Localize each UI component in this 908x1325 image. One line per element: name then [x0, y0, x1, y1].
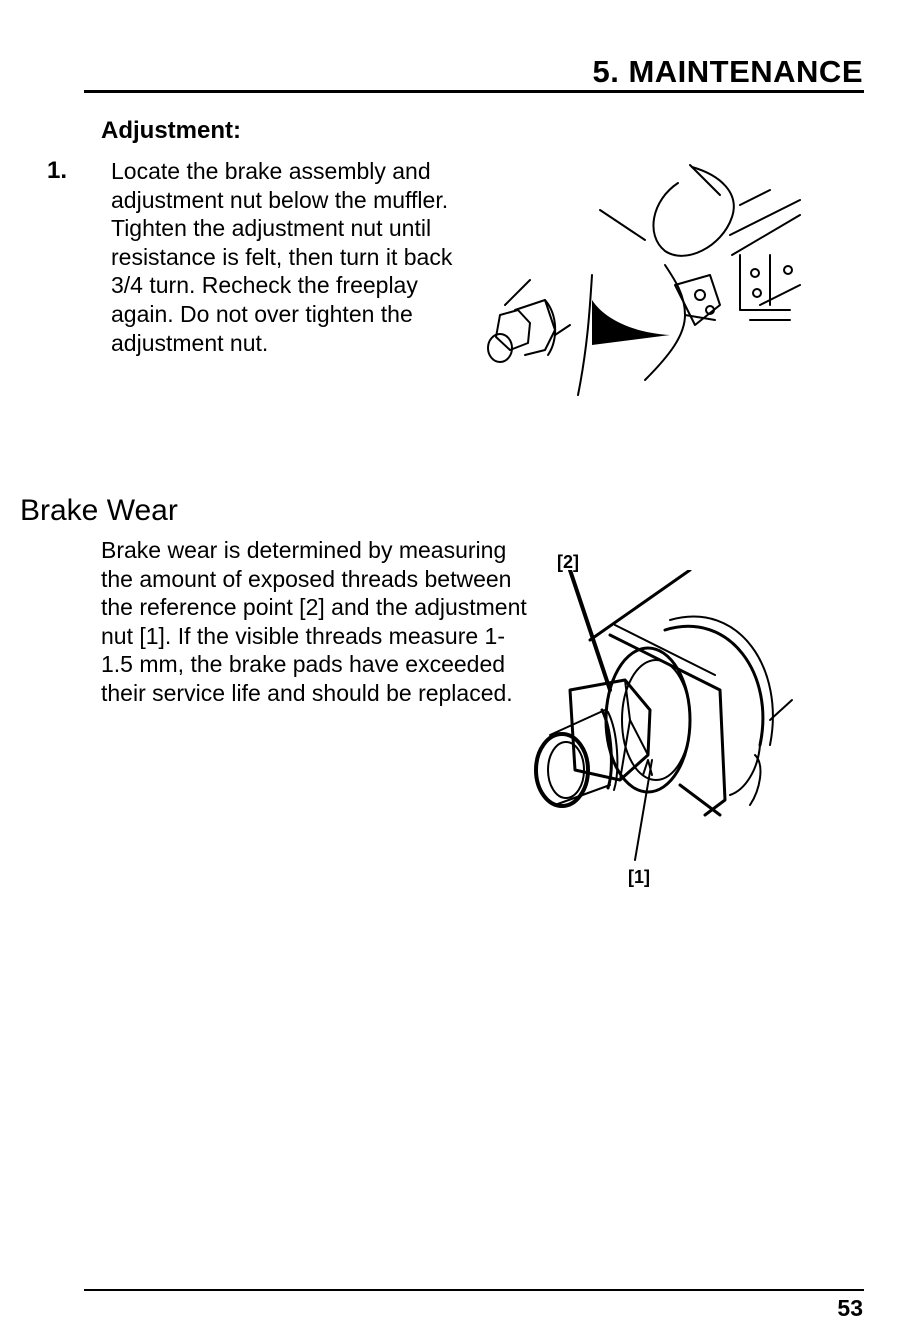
- step-number: 1.: [47, 157, 68, 184]
- footer-divider: [84, 1289, 864, 1291]
- figure-label-adjustment-nut: [1]: [628, 867, 650, 887]
- page-section-title: 5. MAINTENANCE: [592, 54, 863, 89]
- adjustment-step-text: Locate the brake assembly and adjustment…: [111, 158, 453, 356]
- brake-assembly-illustration: [487, 164, 801, 396]
- page-number: 53: [837, 1295, 863, 1321]
- brake-wear-text: Brake wear is determined by measuring th…: [101, 537, 527, 706]
- brake-wear-heading: Brake Wear: [20, 494, 178, 527]
- adjustment-heading: Adjustment:: [101, 117, 241, 144]
- adjustment-nut-closeup-illustration: [534, 570, 793, 861]
- figure-label-reference-point: [2]: [557, 552, 579, 572]
- header-divider: [84, 90, 864, 93]
